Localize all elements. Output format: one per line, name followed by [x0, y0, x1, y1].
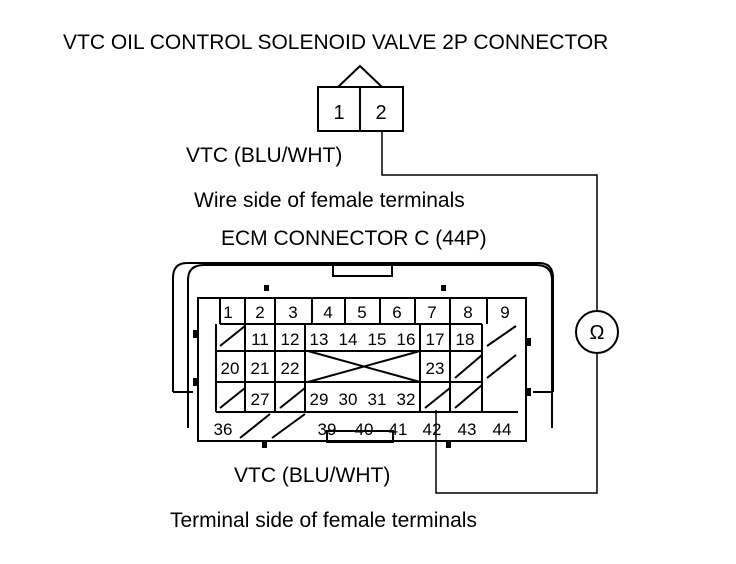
ecm-pin-label: 21: [251, 359, 270, 378]
connector-latch-marks: [193, 285, 531, 448]
ecm-pin-label: 42: [423, 420, 442, 439]
ecm-pin-label: 3: [288, 303, 297, 322]
ecm-pin-label: 23: [426, 359, 445, 378]
ecm-pin-label: 12: [281, 330, 300, 349]
ecm-connector-title: ECM CONNECTOR C (44P): [221, 227, 487, 250]
test-lead-from-pin2: [381, 131, 598, 311]
vtc-wire-label-top: VTC (BLU/WHT): [186, 144, 343, 167]
ecm-pin-label: 11: [251, 330, 269, 349]
test-lead-to-pin42: [435, 353, 598, 494]
ecm-pin-label: 9: [500, 303, 509, 322]
wire-side-caption: Wire side of female terminals: [194, 189, 465, 212]
ecm-pin-label: 36: [214, 420, 233, 439]
ecm-pin-label: 14: [339, 330, 358, 349]
ecm-pin-label: 41: [389, 420, 408, 439]
ohm-symbol: Ω: [590, 322, 605, 344]
diagram-title: VTC OIL CONTROL SOLENOID VALVE 2P CONNEC…: [63, 31, 609, 54]
solenoid-pin-1: 1: [333, 102, 344, 124]
ecm-pin-label: 15: [368, 330, 387, 349]
ecm-pin-label: 22: [281, 359, 300, 378]
ecm-44p-connector: [172, 262, 554, 443]
ecm-pin-label: 16: [397, 330, 416, 349]
solenoid-pin-2: 2: [375, 102, 386, 124]
solenoid-2p-connector: [317, 64, 404, 132]
ecm-pin-label: 7: [427, 303, 436, 322]
terminal-side-caption: Terminal side of female terminals: [170, 509, 477, 532]
ecm-pin-label: 18: [456, 330, 475, 349]
ecm-pin-label: 43: [458, 420, 477, 439]
ecm-pin-label: 30: [339, 390, 358, 409]
ecm-pin-label: 2: [255, 303, 264, 322]
ecm-pin-label: 1: [223, 303, 232, 322]
ecm-pin-label: 8: [463, 303, 472, 322]
ecm-pin-label: 27: [251, 390, 270, 409]
ecm-pin-label: 31: [368, 390, 387, 409]
ecm-pin-label: 5: [357, 303, 366, 322]
ecm-pin-label: 29: [310, 390, 329, 409]
ecm-pin-label: 40: [355, 420, 374, 439]
solenoid-pin-labels: 1 2: [333, 102, 386, 124]
ecm-pin-label: 13: [310, 330, 329, 349]
ecm-pin-label: 39: [318, 420, 337, 439]
ecm-pin-label: 17: [426, 330, 445, 349]
ecm-pin-label: 32: [397, 390, 416, 409]
ecm-pin-label: 20: [221, 359, 240, 378]
ecm-pin-label: 4: [323, 303, 332, 322]
ecm-pin-label: 44: [493, 420, 512, 439]
vtc-wire-label-bottom: VTC (BLU/WHT): [234, 464, 391, 487]
ohmmeter-icon: [575, 310, 619, 354]
ecm-pin-labels: 1 2 3 4 5 6 7 8 9 11 12 13 14 15 16 17 1…: [214, 303, 512, 439]
ecm-pin-label: 6: [392, 303, 401, 322]
